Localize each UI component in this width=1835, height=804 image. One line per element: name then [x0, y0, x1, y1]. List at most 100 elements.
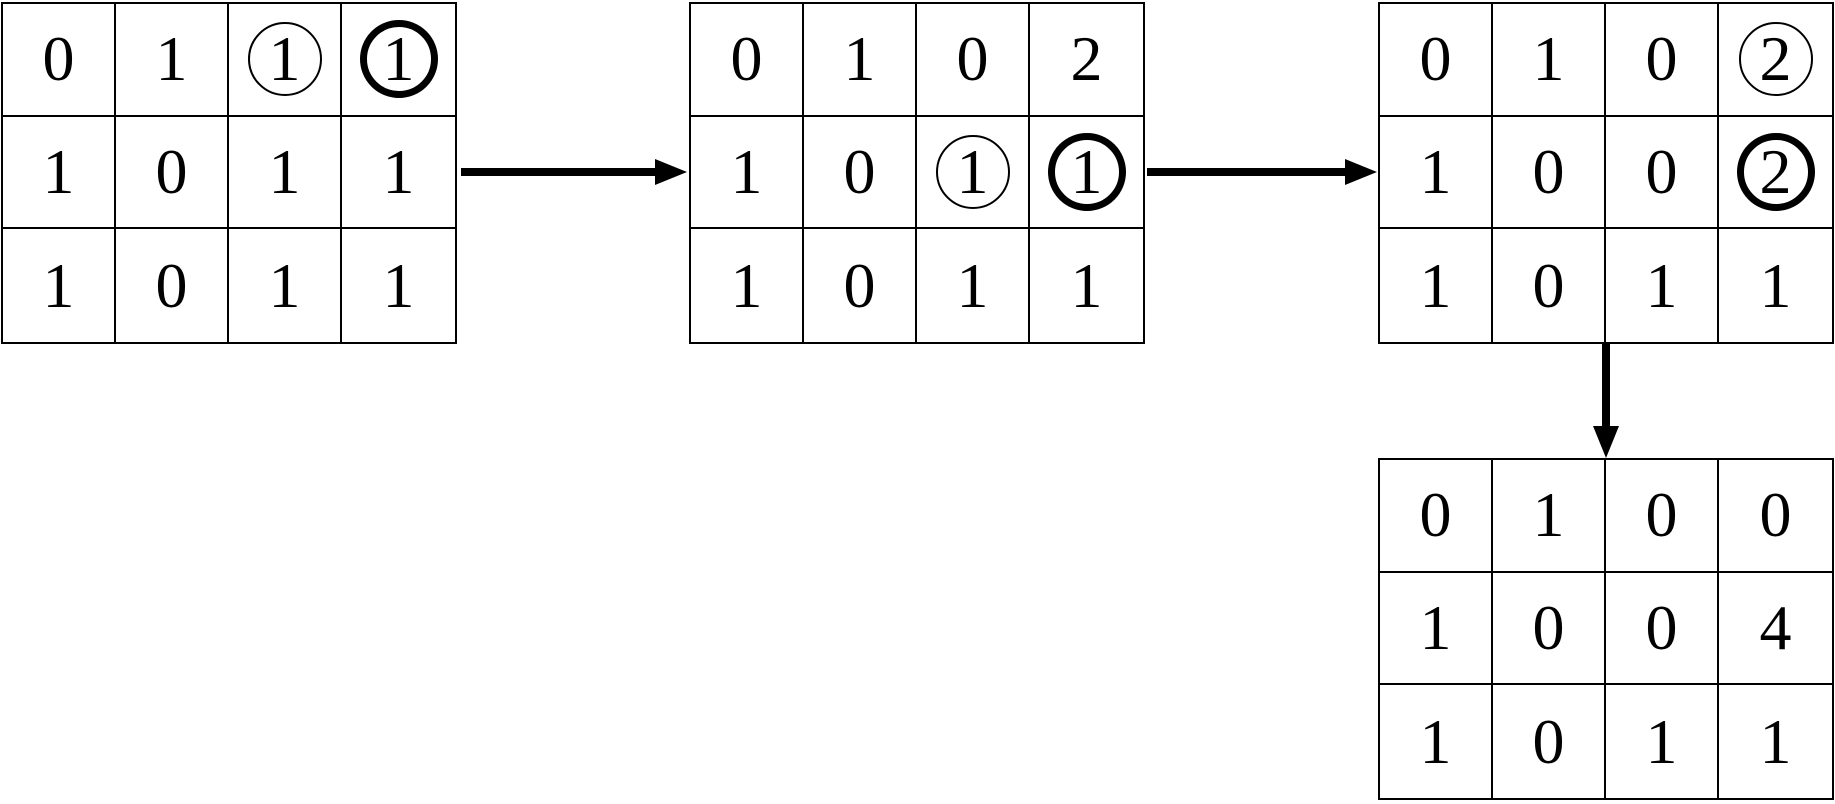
matrix-cell-r2c1: 0	[116, 229, 229, 342]
cell-value: 1	[1759, 705, 1792, 777]
cell-value: 1	[1419, 705, 1452, 777]
cell-value: 1	[155, 23, 188, 95]
matrix-cell-r1c3: 1	[342, 117, 455, 230]
matrix-cell-r2c3: 1	[1030, 229, 1143, 342]
cell-value: 1	[1419, 591, 1452, 663]
cell-value: 1	[1645, 705, 1678, 777]
cell-value: 0	[956, 23, 989, 95]
cell-value: 4	[1759, 591, 1792, 663]
matrix-cell-r1c3: 4	[1719, 573, 1832, 686]
matrix-cell-r0c1: 1	[116, 4, 229, 117]
arrow-right-icon	[461, 159, 687, 185]
matrix-cell-r1c2: 1	[229, 116, 342, 230]
cell-value: 1	[1070, 135, 1103, 207]
matrix-cell-r2c1: 0	[804, 229, 917, 342]
cell-value: 1	[956, 249, 989, 321]
matrix-cell-r2c2: 1	[917, 229, 1030, 342]
matrix-cell-r0c2: 0	[1606, 460, 1719, 573]
matrix-cell-r2c1: 0	[1493, 229, 1606, 342]
matrix-cell-r0c0: 0	[1380, 4, 1493, 117]
cell-value: 1	[1070, 249, 1103, 321]
matrix-cell-r1c0: 1	[3, 116, 116, 230]
matrix-cell-r0c0: 0	[691, 4, 804, 117]
matrix-cell-r0c1: 1	[1493, 4, 1606, 117]
cell-value: 1	[268, 135, 301, 207]
cell-value: 0	[1532, 705, 1565, 777]
cell-value: 0	[42, 23, 75, 95]
cell-value: 0	[1532, 135, 1565, 207]
matrix-cell-r0c1: 1	[804, 4, 917, 117]
circle-annotation-thin: 1	[935, 134, 1010, 209]
matrix-cell-r0c0: 0	[1380, 460, 1493, 573]
matrix-cell-r2c2: 1	[1606, 229, 1719, 342]
matrix-cell-r1c1: 0	[116, 116, 229, 230]
circle-annotation-bold: 1	[359, 20, 438, 99]
cell-value: 0	[1419, 23, 1452, 95]
cell-value: 1	[1532, 479, 1565, 551]
matrix-cell-r0c1: 1	[1493, 460, 1606, 573]
cell-value: 0	[1645, 591, 1678, 663]
cell-value: 1	[730, 249, 763, 321]
matrix-cell-r2c0: 1	[1380, 229, 1493, 342]
arrow-right-icon	[1147, 159, 1377, 185]
matrix-cell-r1c3: 1	[1030, 117, 1143, 230]
matrix-cell-r2c0: 1	[1380, 685, 1493, 798]
cell-value: 1	[42, 135, 75, 207]
matrix-cell-r0c3: 2	[1030, 4, 1143, 117]
arrow-down-icon	[1593, 344, 1619, 458]
cell-value: 1	[382, 135, 415, 207]
matrix-cell-r1c1: 0	[804, 116, 917, 230]
cell-value: 1	[382, 249, 415, 321]
cell-value: 0	[155, 249, 188, 321]
cell-value: 0	[843, 249, 876, 321]
matrix-cell-r0c3: 2	[1719, 4, 1832, 117]
matrix-cell-r1c0: 1	[1380, 572, 1493, 686]
cell-value: 1	[268, 23, 301, 95]
arrow-head	[1345, 159, 1377, 185]
matrix-cell-r1c0: 1	[1380, 116, 1493, 230]
matrix-cell-r0c2: 1	[229, 4, 342, 117]
cell-value: 2	[1070, 23, 1103, 95]
cell-value: 1	[1645, 249, 1678, 321]
matrix-cell-r2c3: 1	[1719, 685, 1832, 798]
cell-value: 0	[1645, 135, 1678, 207]
matrix-cell-r0c3: 1	[342, 4, 455, 117]
cell-value: 0	[1645, 479, 1678, 551]
matrix-cell-r1c2: 0	[1606, 572, 1719, 686]
cell-value: 0	[1645, 23, 1678, 95]
cell-value: 0	[843, 135, 876, 207]
cell-value: 0	[1759, 479, 1792, 551]
cell-value: 1	[268, 249, 301, 321]
cell-value: 1	[1532, 23, 1565, 95]
cell-value: 1	[730, 135, 763, 207]
circle-annotation-thin: 2	[1738, 22, 1813, 97]
cell-value: 1	[843, 23, 876, 95]
matrix-cell-r1c0: 1	[691, 116, 804, 230]
matrix-cell-r1c2: 1	[917, 116, 1030, 230]
circle-annotation-thin: 1	[247, 22, 322, 97]
cell-value: 2	[1759, 23, 1792, 95]
matrix-cell-r2c1: 0	[1493, 685, 1606, 798]
cell-value: 0	[1532, 591, 1565, 663]
matrix-cell-r1c1: 0	[1493, 572, 1606, 686]
matrix-cell-r2c0: 1	[691, 229, 804, 342]
matrix-cell-r1c2: 0	[1606, 116, 1719, 230]
cell-value: 1	[1759, 249, 1792, 321]
matrix-cell-r2c3: 1	[1719, 229, 1832, 342]
matrix-cell-r0c3: 0	[1719, 460, 1832, 573]
cell-value: 2	[1759, 135, 1792, 207]
cell-value: 1	[1419, 135, 1452, 207]
cell-value: 0	[155, 135, 188, 207]
matrix-cell-r0c0: 0	[3, 4, 116, 117]
matrix-step-4: 0 1 0 0 1 0 0 4 1 0 1 1	[1378, 458, 1834, 800]
matrix-cell-r2c3: 1	[342, 229, 455, 342]
matrix-cell-r2c2: 1	[229, 229, 342, 342]
arrow-head	[1593, 426, 1619, 458]
cell-value: 0	[1419, 479, 1452, 551]
arrow-shaft	[1147, 168, 1345, 176]
arrow-shaft	[461, 168, 655, 176]
matrix-cell-r0c2: 0	[917, 4, 1030, 117]
cell-value: 1	[42, 249, 75, 321]
